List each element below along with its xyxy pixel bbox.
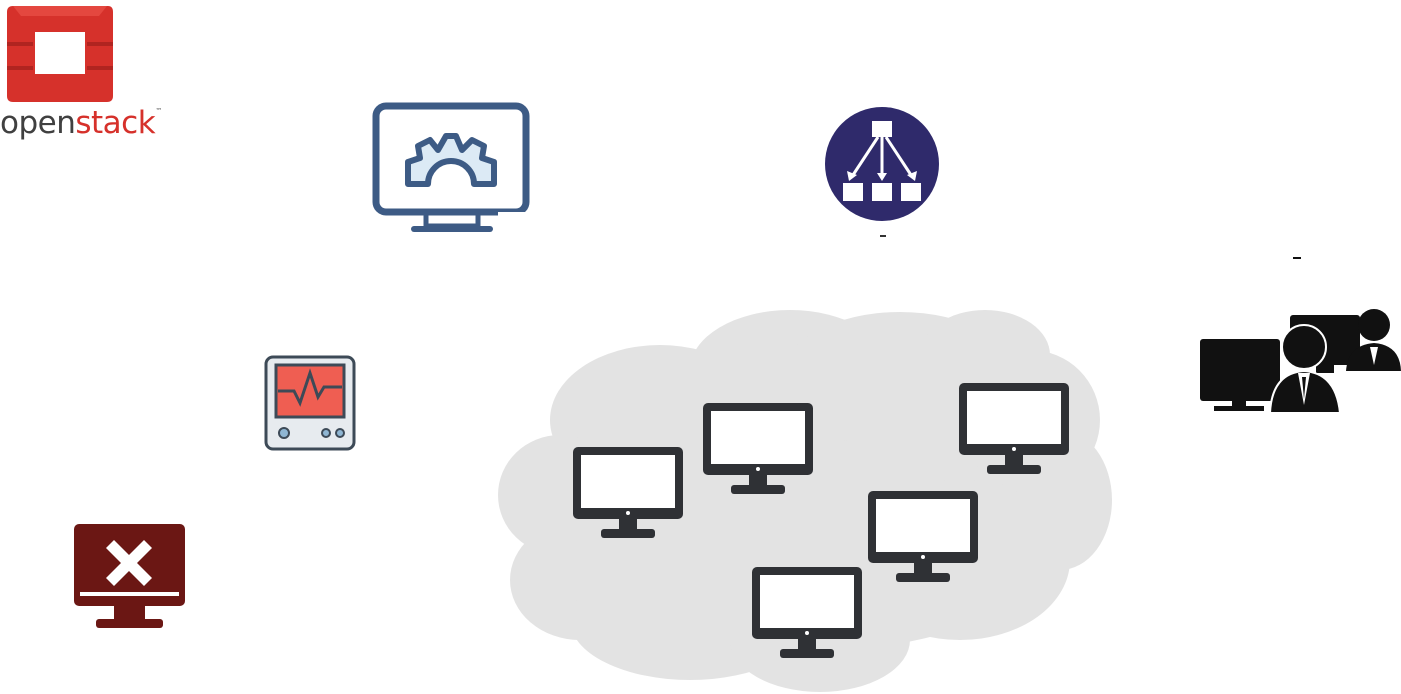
monitor-gear-icon	[372, 102, 530, 232]
desktop-monitor-icon	[703, 403, 813, 494]
openstack-logo-icon	[7, 6, 113, 102]
failed-vm-icon	[74, 524, 185, 628]
openstack-wordmark: openstack™	[0, 108, 162, 139]
wordmark-trademark: ™	[155, 107, 162, 115]
monitoring-device-icon	[264, 355, 356, 451]
desktop-monitor-icon	[959, 383, 1069, 474]
desktop-monitor-icon	[573, 447, 683, 538]
desktop-monitor-icon	[752, 567, 862, 658]
users-icon	[1200, 257, 1401, 414]
load-balancer-icon	[825, 107, 939, 237]
wordmark-open: open	[0, 105, 76, 141]
desktop-monitor-icon	[868, 491, 978, 582]
wordmark-stack: stack	[75, 105, 156, 141]
